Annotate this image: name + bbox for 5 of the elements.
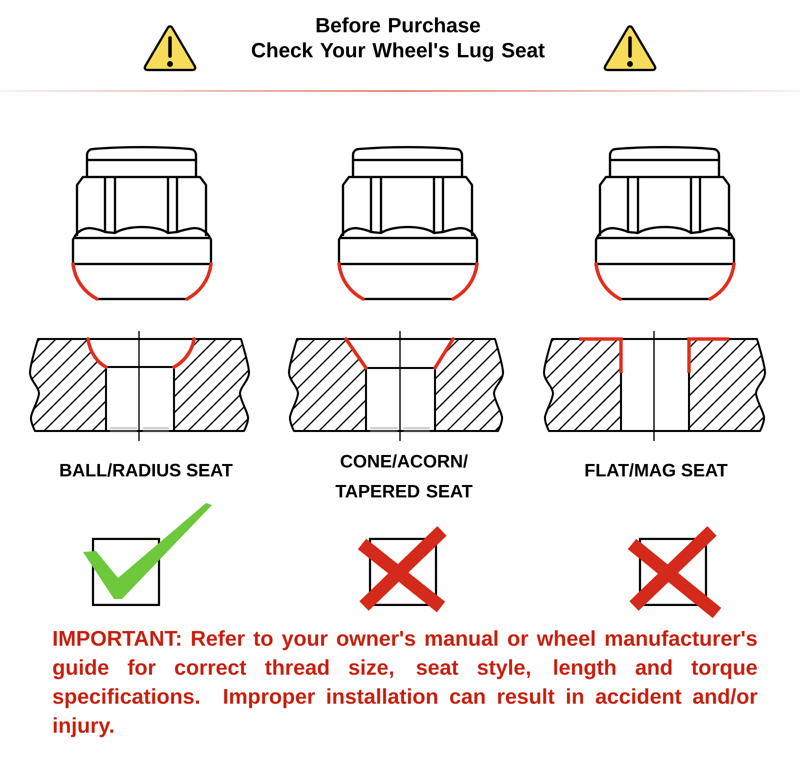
warning-note: IMPORTANT: Refer to your owner's manual or wheel manufacturer's guide for correct thread size, seat style, length and torque specifications. Improper installation can result in accident and/or injury.: [53, 630, 758, 738]
seat-label: FLAT/MAG SEAT: [586, 463, 728, 477]
seat-label: CONE/ACORN/ TAPERED SEAT: [336, 454, 472, 498]
seat-label: BALL/RADIUS SEAT: [60, 463, 233, 477]
title: Before Purchase Check Your Wheel's Lug Seat: [252, 17, 545, 62]
